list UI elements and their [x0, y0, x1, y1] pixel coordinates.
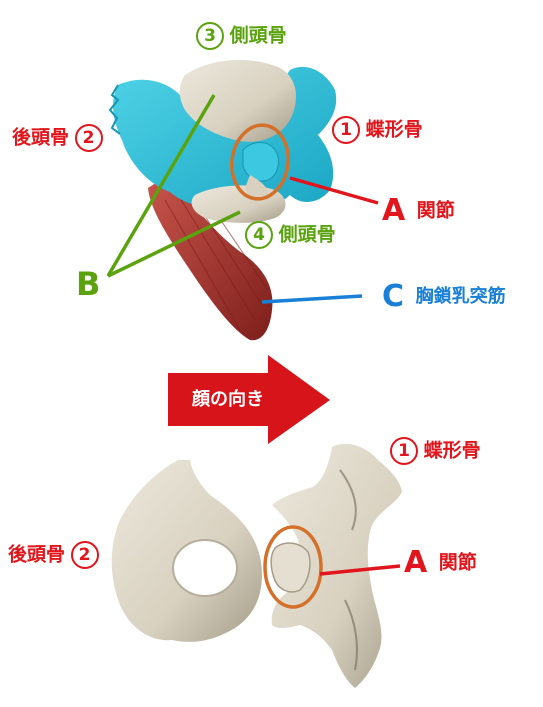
label-temporal-top-num: 3: [196, 22, 224, 50]
label-joint-top-name: 関節: [416, 199, 455, 222]
temporal-bone-lower: [191, 185, 286, 223]
label-b: B: [76, 265, 101, 303]
label-occipital-top-name: 後頭骨: [12, 126, 70, 149]
label-joint-bottom-name: 関節: [438, 551, 477, 574]
label-sphenoid-top-name: 蝶形骨: [365, 118, 423, 141]
label-temporal-lower-name: 側頭骨: [278, 223, 336, 246]
label-occipital-bottom-num: 2: [70, 541, 99, 569]
label-joint-top: A 関節: [382, 196, 455, 226]
a-line-bottom: [319, 564, 401, 576]
direction-arrow: [168, 355, 330, 444]
label-sphenoid-bottom: 1 蝶形骨: [390, 437, 481, 465]
label-scm-name: 胸鎖乳突筋: [415, 286, 506, 307]
label-joint-top-letter: A: [382, 193, 406, 228]
label-joint-bottom-letter: A: [404, 545, 428, 580]
label-occipital-bottom: 後頭骨 2: [8, 541, 99, 569]
label-sphenoid-top-num: 1: [332, 116, 360, 144]
label-scm-letter: C: [382, 279, 405, 314]
sphenoid-bone: [271, 443, 402, 688]
label-temporal-lower-num: 4: [245, 221, 273, 249]
c-line: [261, 294, 363, 304]
label-sphenoid-bottom-num: 1: [390, 437, 418, 465]
top-skull-illustration: [108, 59, 337, 341]
scm-muscle: [148, 175, 273, 341]
label-occipital-bottom-name: 後頭骨: [8, 543, 66, 566]
b-line-2: [107, 210, 241, 278]
label-scm: C 胸鎖乳突筋: [382, 282, 506, 312]
label-sphenoid-top: 1 蝶形骨: [332, 116, 423, 144]
bottom-joint-ring: [263, 525, 323, 609]
label-occipital-top: 後頭骨 2: [12, 124, 103, 152]
arrow-label: 顔の向き: [192, 389, 264, 410]
a-line-top: [289, 176, 379, 205]
label-temporal-top: 3 側頭骨: [196, 22, 287, 50]
top-joint-ring: [230, 123, 290, 201]
label-temporal-top-name: 側頭骨: [229, 24, 287, 47]
label-occipital-top-num: 2: [74, 124, 103, 152]
temporal-bone-top: [179, 59, 296, 142]
label-temporal-lower: 4 側頭骨: [245, 221, 336, 249]
b-line-1: [106, 94, 216, 277]
bottom-skull-illustration: [111, 443, 402, 688]
foramen-magnum: [172, 539, 238, 597]
label-joint-bottom: A 関節: [404, 548, 477, 578]
label-sphenoid-bottom-name: 蝶形骨: [423, 439, 481, 462]
